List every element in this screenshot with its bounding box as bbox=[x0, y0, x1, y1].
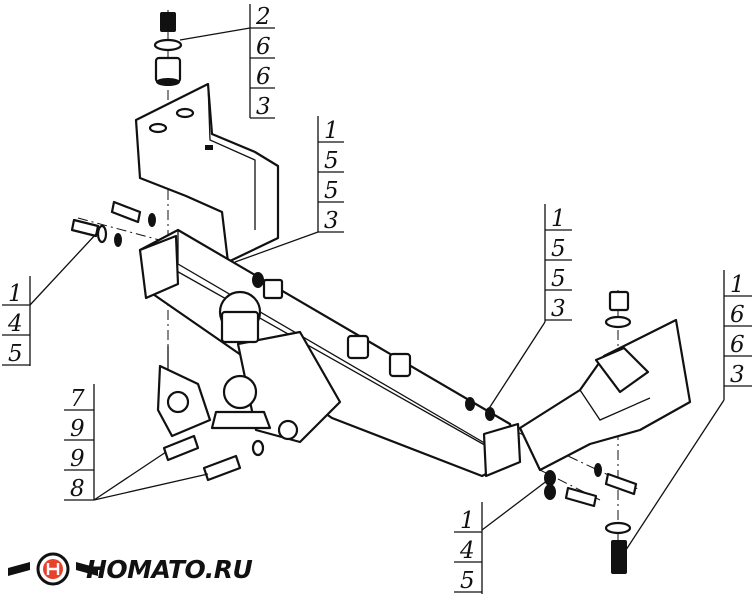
ball-mount-assembly bbox=[156, 330, 342, 444]
callout-3-digit-1: 1 bbox=[8, 281, 23, 307]
callout-1: 2 6 6 3 bbox=[179, 4, 275, 120]
callout-4-digit-2: 5 bbox=[551, 236, 566, 262]
logo-text: HOMATO.RU bbox=[86, 555, 253, 584]
callout-5-digit-3: 6 bbox=[730, 332, 745, 358]
callout-1-digit-4: 3 bbox=[256, 94, 271, 120]
callout-5: 1 6 6 3 bbox=[621, 270, 752, 557]
callout-1-digit-3: 6 bbox=[256, 64, 271, 90]
callout-2-digit-2: 5 bbox=[324, 148, 339, 174]
callout-2-digit-3: 5 bbox=[324, 178, 339, 204]
center-nuts bbox=[252, 272, 412, 378]
tow-ball-exploded bbox=[218, 290, 262, 344]
callout-4-digit-3: 5 bbox=[551, 266, 566, 292]
right-lower-bolts bbox=[465, 397, 638, 508]
homato-logo: HOMATO.RU bbox=[8, 552, 253, 586]
left-mounting-bracket bbox=[134, 82, 280, 264]
right-mounting-bracket bbox=[518, 318, 692, 472]
callout-4-digit-1: 1 bbox=[551, 206, 566, 232]
callout-5-digit-1: 1 bbox=[730, 272, 745, 298]
callout-6: 7 9 9 8 bbox=[64, 384, 209, 502]
callout-5-digit-4: 3 bbox=[730, 362, 745, 388]
callout-6-digit-4: 8 bbox=[70, 476, 85, 502]
callout-3-digit-3: 5 bbox=[8, 341, 23, 367]
top-fastener-stack bbox=[153, 12, 183, 86]
right-fastener-stack bbox=[604, 290, 632, 574]
callout-3: 1 4 5 bbox=[2, 233, 97, 367]
callout-2: 1 5 5 3 bbox=[234, 116, 344, 263]
callout-7-digit-3: 5 bbox=[460, 568, 475, 594]
callout-6-digit-2: 9 bbox=[70, 416, 85, 442]
callout-7-digit-1: 1 bbox=[460, 508, 475, 534]
callout-2-digit-1: 1 bbox=[324, 118, 339, 144]
callout-4: 1 5 5 3 bbox=[487, 204, 572, 411]
left-bolts bbox=[70, 200, 156, 247]
callout-4-digit-4: 3 bbox=[551, 296, 566, 322]
callout-1-digit-1: 2 bbox=[255, 4, 271, 30]
callout-6-digit-1: 7 bbox=[70, 386, 85, 412]
callout-7: 1 4 5 bbox=[454, 479, 549, 594]
callout-1-digit-2: 6 bbox=[256, 34, 271, 60]
lower-left-bolts bbox=[162, 346, 265, 482]
callout-6-digit-3: 9 bbox=[70, 446, 85, 472]
callout-5-digit-2: 6 bbox=[730, 302, 745, 328]
callout-3-digit-2: 4 bbox=[7, 311, 23, 337]
callout-7-digit-2: 4 bbox=[459, 538, 475, 564]
main-cross-beam bbox=[138, 228, 522, 478]
logo-emblem-icon bbox=[8, 552, 98, 586]
callout-2-digit-4: 3 bbox=[324, 208, 339, 234]
